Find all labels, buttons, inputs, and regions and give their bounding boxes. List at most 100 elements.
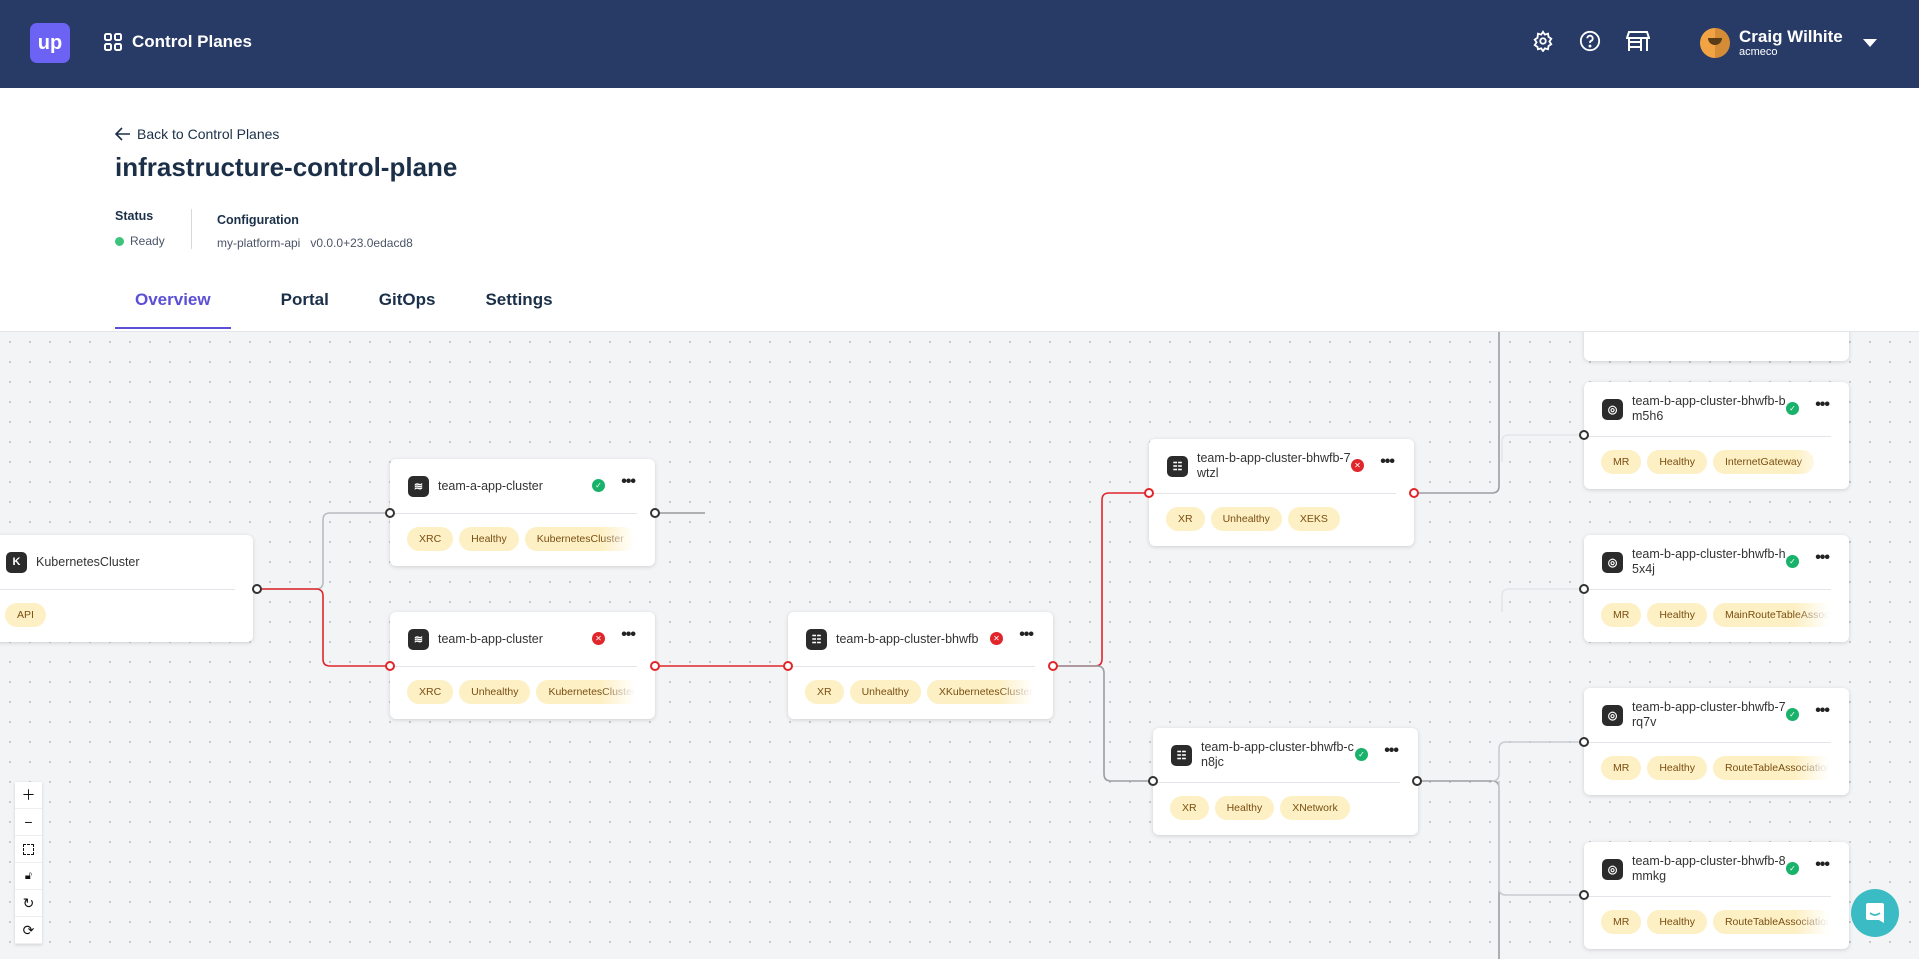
tab-overview[interactable]: Overview [115,290,231,329]
grid-icon [104,33,122,51]
help-icon[interactable] [1579,30,1601,52]
gear-icon[interactable] [1532,30,1554,53]
status-badge: Ready [115,234,165,248]
connection-handle[interactable] [1148,776,1158,786]
node-title: team-b-app-cluster [438,631,543,646]
connection-handle[interactable] [650,661,660,671]
check-status-icon: ✓ [1786,402,1799,415]
list-icon: ☷ [1167,455,1188,477]
status-value: Ready [130,234,165,248]
upbound-logo[interactable]: up [30,23,70,63]
connection-handle[interactable] [252,584,262,594]
connection-handle[interactable] [1579,584,1589,594]
more-menu-icon[interactable]: ••• [1019,626,1034,643]
fit-view-button[interactable] [15,836,42,863]
node-divider [390,513,637,514]
user-menu[interactable]: Craig Wilhite acmeco [1700,28,1877,58]
tag: XRC [407,680,454,704]
lock-icon: 🔓︎ [24,869,33,882]
more-menu-icon[interactable]: ••• [1815,856,1830,873]
edge-to-h5x4j [1501,588,1584,612]
tag: XR [805,680,844,704]
connection-handle[interactable] [1144,488,1154,498]
tag: Unhealthy [1210,507,1282,531]
more-menu-icon[interactable]: ••• [1815,702,1830,719]
more-menu-icon[interactable]: ••• [1380,453,1395,470]
node-divider [1149,493,1396,494]
list-icon: ☷ [806,628,827,650]
tag: XKubernetesCluster [926,680,1033,704]
rotate-icon: ↻ [22,894,35,911]
lock-button[interactable]: 🔓︎ [15,863,42,890]
tag: Healthy [1647,910,1707,934]
error-status-icon: ✕ [592,632,605,645]
control-planes-nav[interactable]: Control Planes [104,32,252,52]
tab-portal[interactable]: Portal [280,290,329,309]
back-link[interactable]: Back to Control Planes [115,126,279,142]
rotate-button[interactable]: ↻ [15,890,42,917]
connection-handle[interactable] [1048,661,1058,671]
user-name: Craig Wilhite [1739,27,1843,46]
connection-handle[interactable] [650,508,660,518]
more-menu-icon[interactable]: ••• [1384,742,1399,759]
check-status-icon: ✓ [592,479,605,492]
connection-handle[interactable] [783,661,793,671]
zoom-in-button[interactable]: ＋ [15,782,42,809]
node-tags: MRHealthyMainRouteTableAssociation [1601,603,1829,627]
more-menu-icon[interactable]: ••• [1815,396,1830,413]
node-title: KubernetesCluster [36,554,140,569]
fit-view-icon [23,843,34,855]
node-divider [1153,782,1400,783]
tab-settings[interactable]: Settings [485,290,553,309]
more-menu-icon[interactable]: ••• [621,626,636,643]
tag: MR [1601,910,1642,934]
status-label: Status [115,209,154,223]
connection-handle[interactable] [1579,890,1589,900]
tab-gitops[interactable]: GitOps [378,290,436,309]
chevron-down-icon[interactable] [1862,39,1877,47]
node-tags: API [5,603,233,627]
check-status-icon: ✓ [1786,555,1799,568]
zoom-out-button[interactable]: − [15,809,42,836]
refresh-icon: ⟳ [22,921,35,938]
status-dot-icon [115,236,124,246]
more-menu-icon[interactable]: ••• [621,473,636,490]
avatar [1700,28,1730,58]
connection-handle[interactable] [1412,776,1422,786]
marketplace-icon[interactable] [1625,30,1651,52]
connection-handle[interactable] [1409,488,1419,498]
more-menu-icon[interactable]: ••• [1815,549,1830,566]
node-title: team-a-app-cluster [438,478,543,493]
connection-handle[interactable] [1579,737,1589,747]
minus-icon: − [24,814,33,830]
chat-button[interactable] [1851,889,1899,937]
check-status-icon: ✓ [1355,748,1368,761]
node-title: team-b-app-cluster-bhwfb-7wtzl [1197,451,1351,480]
layers-icon: ≋ [408,475,429,497]
connection-handle[interactable] [385,508,395,518]
graph-node[interactable] [1584,332,1849,361]
plus-icon: ＋ [21,787,36,803]
configuration-value[interactable]: my-platform-api v0.0.0+23.0edacd8 [217,236,413,250]
connection-handle[interactable] [385,661,395,671]
refresh-button[interactable]: ⟳ [15,917,42,944]
back-label: Back to Control Planes [137,126,280,142]
list-icon: ☷ [1171,744,1192,766]
tag: KubernetesCluster [536,680,635,704]
connection-handle[interactable] [1579,430,1589,440]
node-title: team-b-app-cluster-bhwfb-bm5h6 [1632,394,1786,423]
